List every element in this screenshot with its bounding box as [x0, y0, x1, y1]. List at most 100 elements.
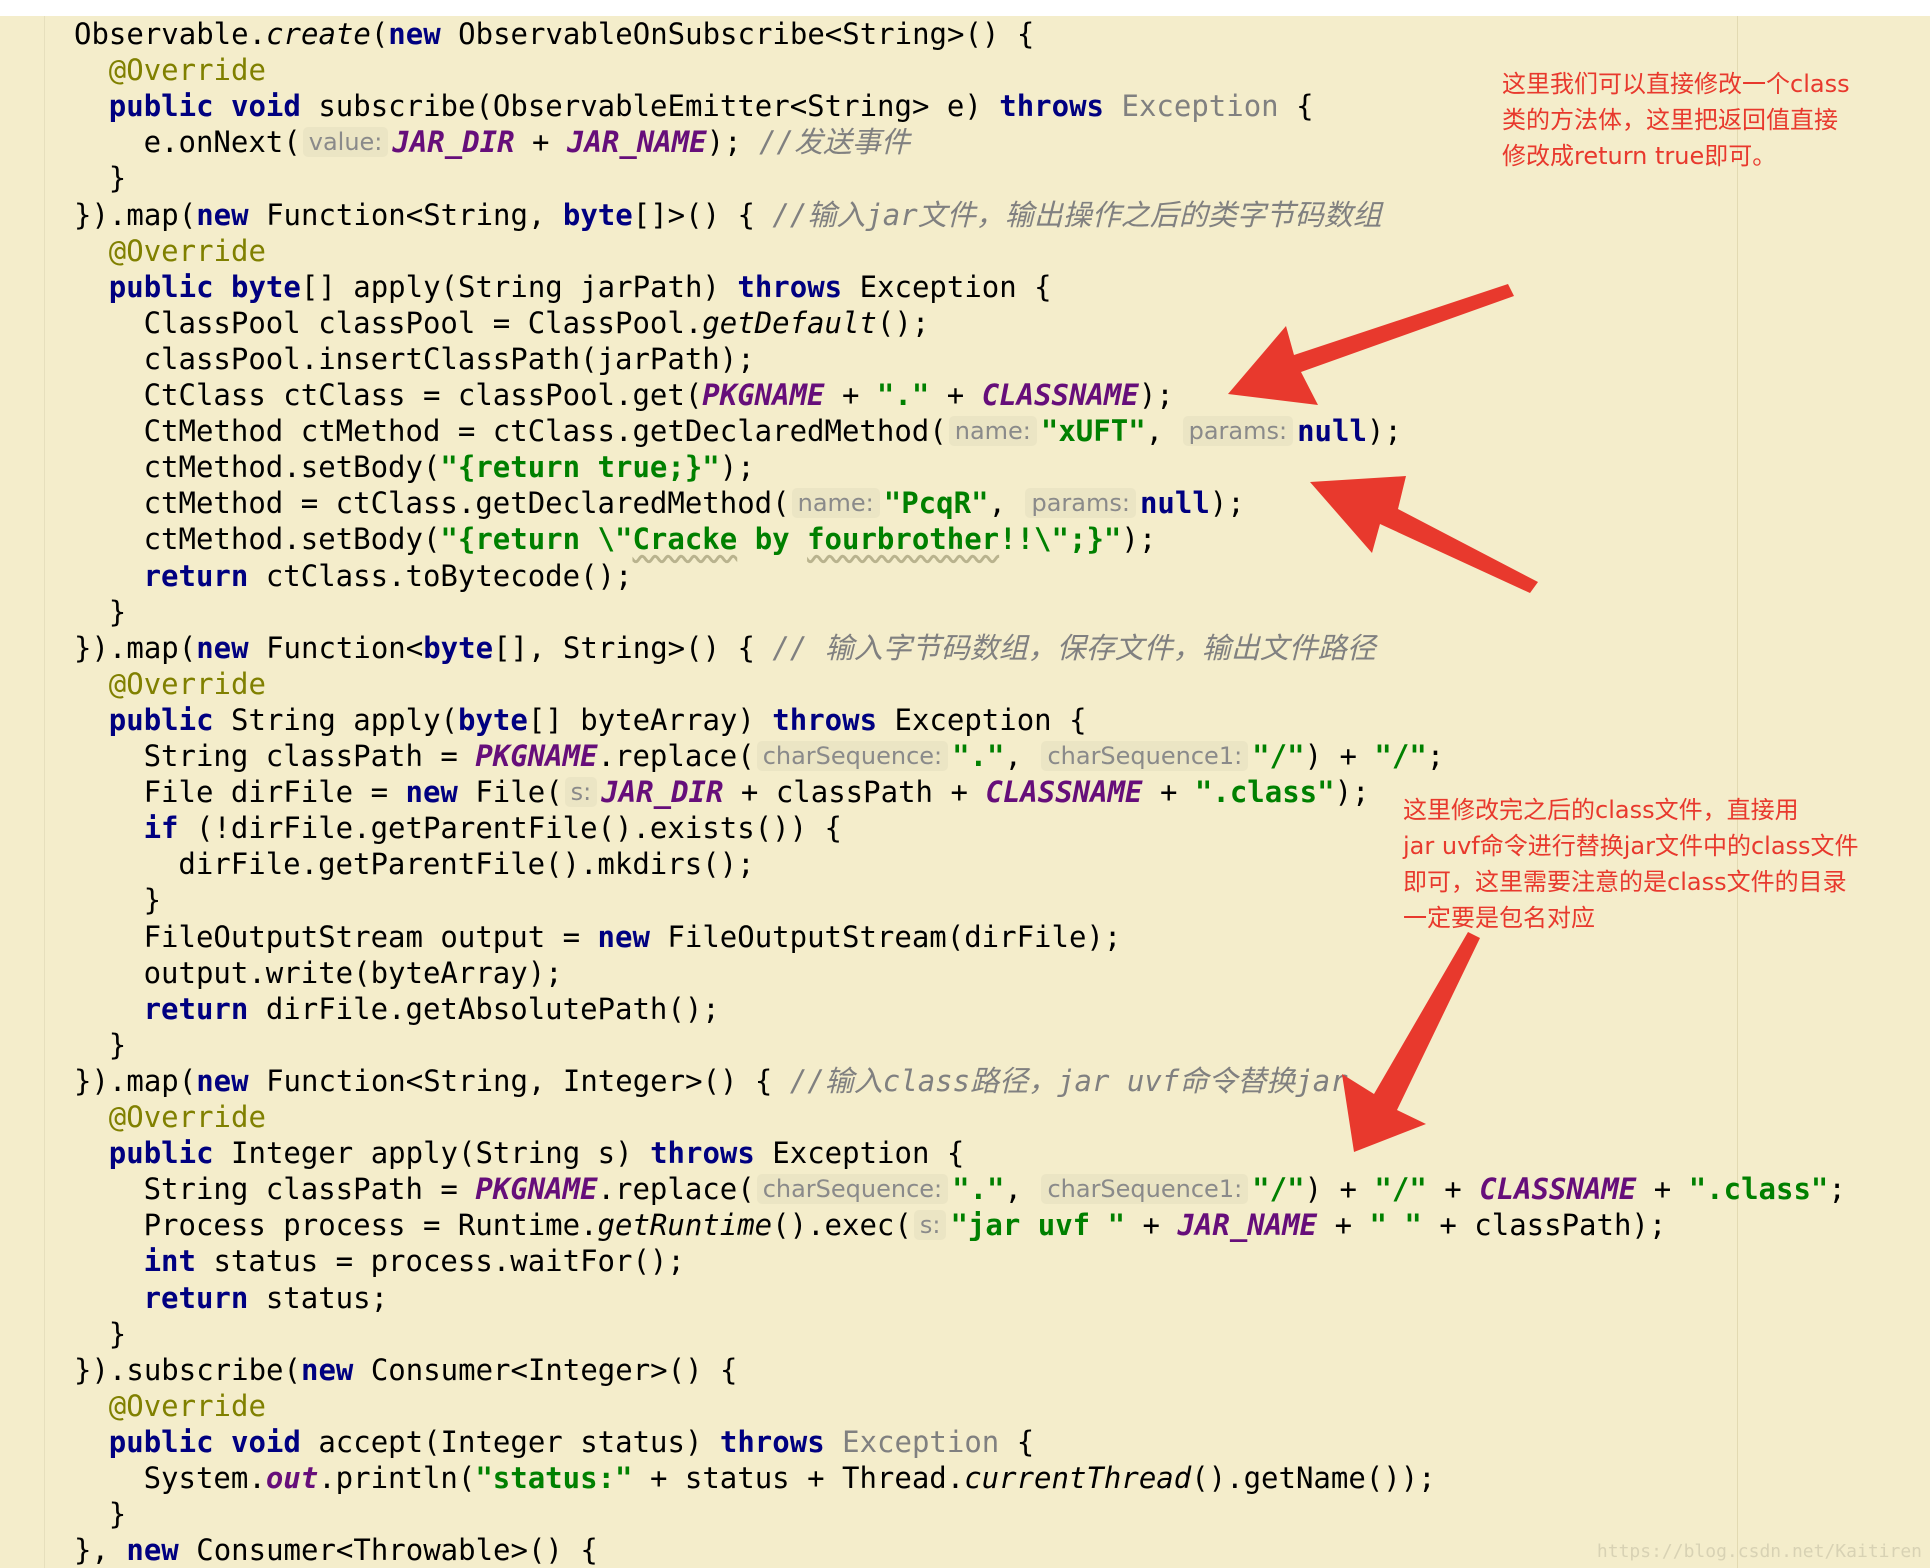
code-token: new	[597, 919, 650, 954]
code-token: Integer apply(String s)	[213, 1136, 651, 1171]
code-line[interactable]: if (!dirFile.getParentFile().exists()) {	[144, 810, 842, 846]
code-token: String classPath =	[143, 1172, 476, 1207]
code-token: ctMethod.setBody(	[143, 522, 441, 557]
code-line[interactable]: public byte[] apply(String jarPath) thro…	[109, 269, 1052, 305]
code-token: (!dirFile.getParentFile().exists()) {	[178, 811, 842, 846]
code-line[interactable]: }).subscribe(new Consumer<Integer>() {	[74, 1352, 737, 1388]
code-token: }).subscribe(	[74, 1352, 301, 1387]
annotation-line: 即可，这里需要注意的是class文件的目录	[1403, 868, 1847, 896]
code-line[interactable]: CtMethod ctMethod = ctClass.getDeclaredM…	[144, 413, 1402, 449]
code-line[interactable]: @Override	[109, 666, 266, 702]
code-line[interactable]: public Integer apply(String s) throws Ex…	[109, 1135, 965, 1171]
code-line[interactable]: }	[109, 160, 126, 196]
watermark: https://blog.csdn.net/Kaitiren	[1596, 1541, 1922, 1562]
code-token: JAR_NAME	[566, 125, 707, 160]
code-token: {	[999, 1424, 1035, 1459]
annotation-line: 这里我们可以直接修改一个class	[1502, 70, 1850, 98]
code-line[interactable]: Process process = Runtime.getRuntime().e…	[144, 1207, 1667, 1243]
code-line[interactable]: System.out.println("status:" + status + …	[144, 1460, 1436, 1496]
code-line[interactable]: }).map(new Function<String, Integer>() {…	[74, 1063, 1348, 1099]
code-token: {	[1278, 89, 1314, 124]
right-margin-guide	[1737, 16, 1738, 1568]
code-line[interactable]: return dirFile.getAbsolutePath();	[144, 991, 720, 1027]
code-token: "{return \"	[440, 522, 633, 557]
code-line[interactable]: @Override	[109, 1099, 266, 1135]
code-line[interactable]: return status;	[144, 1280, 388, 1316]
code-token: return	[143, 991, 249, 1026]
code-line[interactable]: @Override	[109, 1388, 266, 1424]
annotation-line: 一定要是包名对应	[1403, 904, 1595, 932]
code-token: new	[388, 17, 441, 51]
code-line[interactable]: ctMethod.setBody("{return \"Cracke by fo…	[144, 521, 1157, 557]
code-line[interactable]: String classPath = PKGNAME.replace(charS…	[144, 1171, 1846, 1207]
code-line[interactable]: }).map(new Function<byte[], String>() { …	[74, 630, 1376, 666]
code-token: "{return true;}"	[440, 450, 720, 485]
code-line[interactable]: dirFile.getParentFile().mkdirs();	[178, 846, 754, 882]
code-token: File dirFile =	[143, 775, 406, 810]
code-token: ctMethod = ctClass.getDeclaredMethod(	[143, 486, 790, 521]
code-token: "/"	[1252, 739, 1305, 773]
code-editor[interactable]: Observable.create(new ObservableOnSubscr…	[0, 16, 1930, 1568]
code-line[interactable]: Observable.create(new ObservableOnSubscr…	[74, 16, 1034, 52]
code-line[interactable]: CtClass ctClass = classPool.get(PKGNAME …	[144, 377, 1174, 413]
code-token: @Override	[108, 233, 266, 268]
code-token: "/"	[1374, 1172, 1427, 1207]
code-line[interactable]: }	[144, 882, 161, 918]
code-token: !!\";}"	[999, 522, 1122, 557]
code-token: Cracke	[632, 522, 738, 557]
code-token: [] apply(String jarPath)	[300, 269, 738, 304]
code-area[interactable]: Observable.create(new ObservableOnSubscr…	[0, 16, 1930, 1568]
code-line[interactable]: }	[109, 1027, 126, 1063]
code-token: }	[108, 1497, 127, 1532]
code-line[interactable]: ClassPool classPool = ClassPool.getDefau…	[144, 305, 930, 341]
code-token: [] byteArray)	[527, 702, 773, 737]
code-token: return	[143, 558, 249, 593]
code-line[interactable]: }).map(new Function<String, byte[]>() { …	[74, 197, 1382, 233]
code-line[interactable]: }	[109, 594, 126, 630]
code-line[interactable]: return ctClass.toBytecode();	[144, 558, 633, 594]
code-token: " "	[1369, 1208, 1422, 1243]
code-token	[1104, 89, 1121, 123]
code-line[interactable]: @Override	[109, 52, 266, 88]
code-token: );	[719, 450, 755, 485]
code-token: Function<String,	[248, 197, 563, 232]
code-token: throws	[772, 702, 878, 737]
code-line[interactable]: ctMethod = ctClass.getDeclaredMethod(nam…	[144, 485, 1245, 521]
code-line[interactable]: public String apply(byte[] byteArray) th…	[109, 702, 1087, 738]
code-line[interactable]: FileOutputStream output = new FileOutput…	[144, 919, 1122, 955]
code-token: getRuntime	[597, 1208, 773, 1243]
code-token: }).map(	[74, 630, 197, 665]
code-line[interactable]: }	[109, 1496, 126, 1532]
code-line[interactable]: File dirFile = new File(s:JAR_DIR + clas…	[144, 774, 1370, 810]
code-token: +	[1636, 1172, 1689, 1207]
parameter-hint: name:	[791, 488, 880, 519]
code-token: throws	[737, 269, 843, 304]
code-token: String classPath =	[143, 739, 476, 773]
code-token: Function<String, Integer>() {	[248, 1063, 790, 1098]
code-line[interactable]: ctMethod.setBody("{return true;}");	[144, 449, 755, 485]
code-line[interactable]: String classPath = PKGNAME.replace(charS…	[144, 738, 1445, 774]
code-line[interactable]: }, new Consumer<Throwable>() {	[74, 1532, 598, 1568]
code-line[interactable]: e.onNext(value:JAR_DIR + JAR_NAME); //发送…	[144, 124, 910, 160]
code-line[interactable]: @Override	[109, 233, 266, 269]
code-line[interactable]: }	[109, 1316, 126, 1352]
code-token: );	[1209, 486, 1245, 521]
code-token: @Override	[108, 1388, 266, 1423]
code-token: out	[265, 1461, 319, 1495]
code-token: ctMethod.setBody(	[143, 450, 441, 485]
code-token: dirFile.getAbsolutePath();	[248, 991, 720, 1026]
code-token: Process process = Runtime.	[143, 1208, 598, 1243]
code-token: //输入class路径，jar uvf命令替换jar	[789, 1063, 1348, 1098]
code-token: );	[1121, 522, 1157, 557]
code-token	[825, 1425, 842, 1459]
code-line[interactable]: public void subscribe(ObservableEmitter<…	[109, 88, 1314, 124]
code-line[interactable]: output.write(byteArray);	[144, 955, 563, 991]
code-line[interactable]: public void accept(Integer status) throw…	[109, 1424, 1034, 1460]
code-token: @Override	[108, 1100, 266, 1134]
code-token: Exception {	[877, 702, 1087, 737]
code-line[interactable]: int status = process.waitFor();	[144, 1243, 685, 1279]
code-token: ".class"	[1688, 1172, 1829, 1207]
code-token: byte	[423, 630, 494, 665]
code-token: }	[143, 883, 162, 918]
code-line[interactable]: classPool.insertClassPath(jarPath);	[144, 341, 755, 377]
